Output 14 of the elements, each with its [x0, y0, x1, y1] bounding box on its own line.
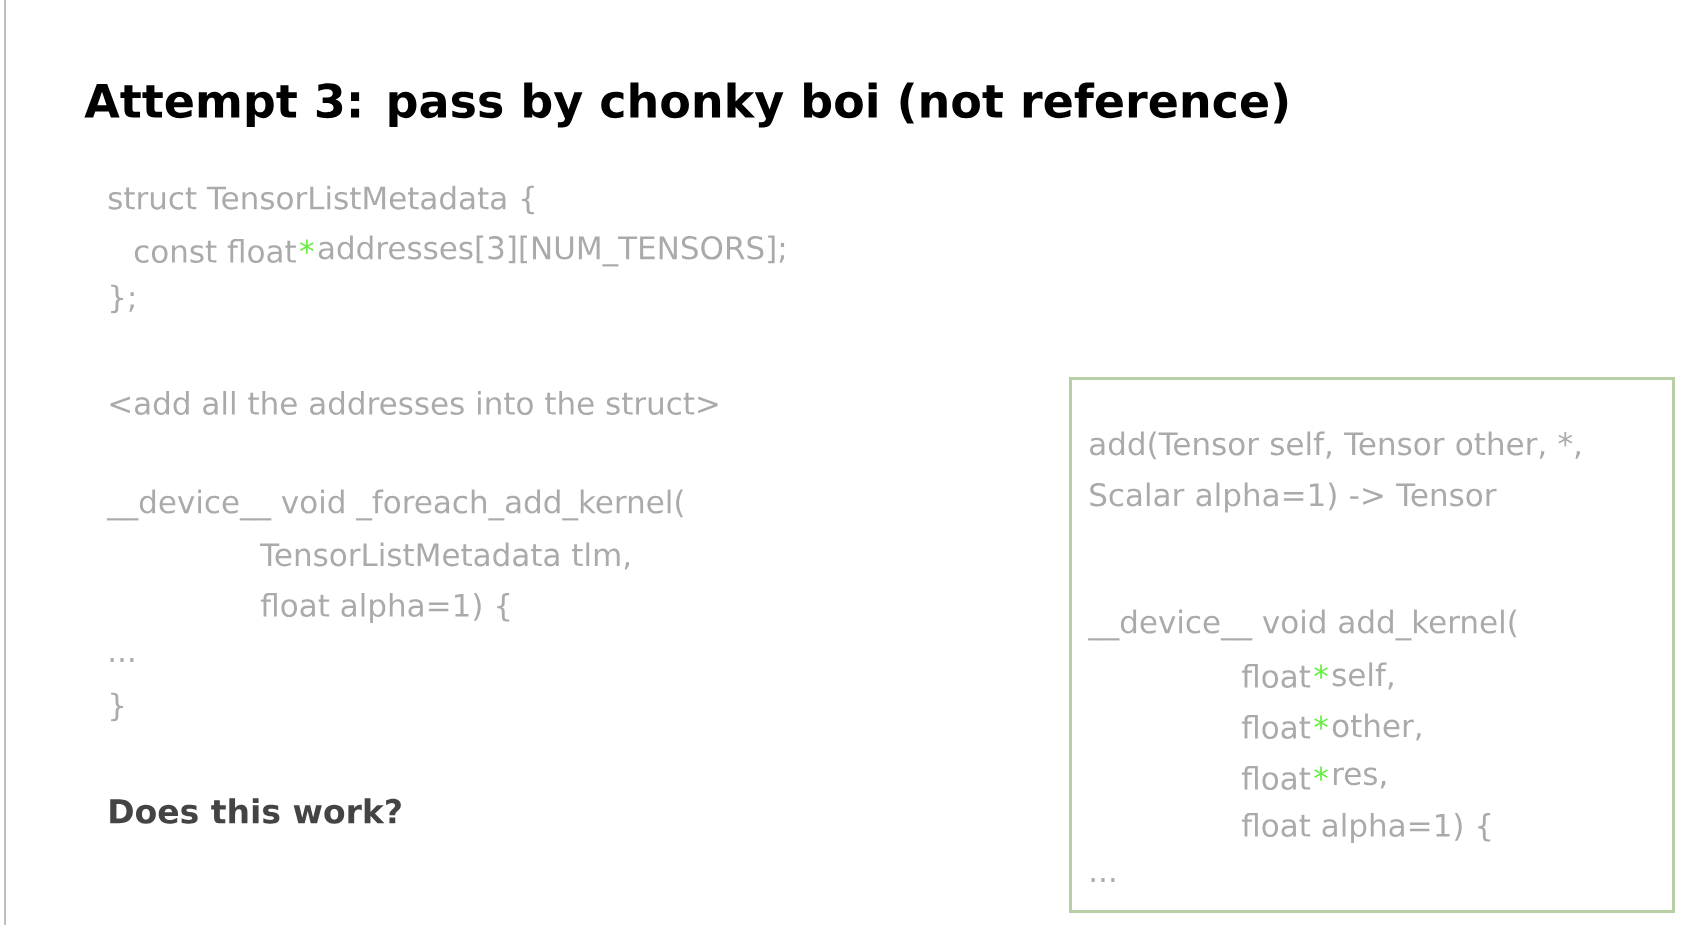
code-text: __device__ void _foreach_add_kernel(: [106, 489, 684, 521]
code-text: struct TensorListMetadata {: [108, 185, 534, 215]
code-text: TensorListMetadata tlm,: [260, 542, 630, 570]
question-text: Does this work?: [110, 798, 401, 824]
code-text: float alpha=1) {: [260, 593, 510, 623]
code-text: }: [111, 692, 124, 722]
code-text: <add all the addresses into the struct>: [110, 391, 718, 415]
code-text: addresses[3][NUM_TENSORS];: [318, 235, 785, 267]
code-text: };: [111, 284, 134, 314]
code-text: *: [300, 239, 314, 254]
slide-title: Attempt 3: pass by chonky boi (not reference): [84, 82, 1288, 128]
code-box: add(Tensor self, Tensor other, *, Scalar alpha=1) -> Tensor __device__ void add_kernel( float* self, float* other, float* res, float alpha=1) { ...: [1069, 377, 1675, 913]
code-text: const float: [134, 239, 296, 263]
code-text: ...: [110, 658, 134, 662]
